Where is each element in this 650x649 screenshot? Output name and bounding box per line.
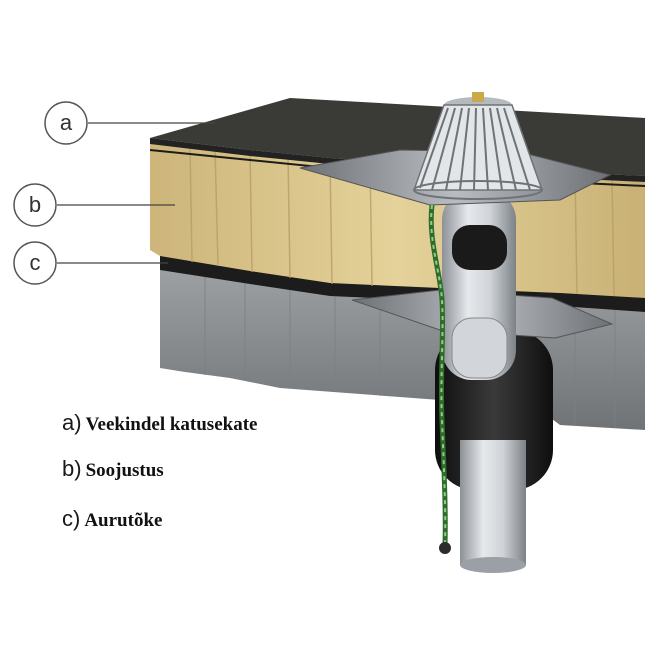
legend-item-a: a)Veekindel katusekate (62, 410, 257, 440)
callout-c: c (13, 241, 168, 285)
legend-item-c: c)Aurutõke (62, 506, 162, 536)
drain-outlet-pipe (460, 440, 526, 565)
concrete-texture (204, 270, 616, 428)
legend-letter-a: a) (62, 410, 82, 435)
legend-item-b: b)Soojustus (62, 456, 164, 486)
callout-c-label: c (30, 250, 41, 275)
insulation-texture (189, 144, 615, 297)
callout-a-label: a (60, 110, 73, 135)
legend-text-a: Veekindel katusekate (85, 414, 258, 435)
callout-a: a (44, 101, 215, 145)
legend-text-c: Aurutõke (84, 510, 163, 531)
callout-b-label: b (29, 192, 41, 217)
callout-b: b (13, 183, 175, 227)
leaf-guard-grate (412, 92, 544, 200)
legend-letter-c: c) (62, 506, 81, 531)
roof-block (149, 98, 646, 430)
roof-drain (299, 92, 614, 573)
legend-letter-b: b) (62, 456, 82, 481)
legend-text-b: Soojustus (85, 460, 164, 481)
drain-body-cutout (452, 225, 507, 270)
